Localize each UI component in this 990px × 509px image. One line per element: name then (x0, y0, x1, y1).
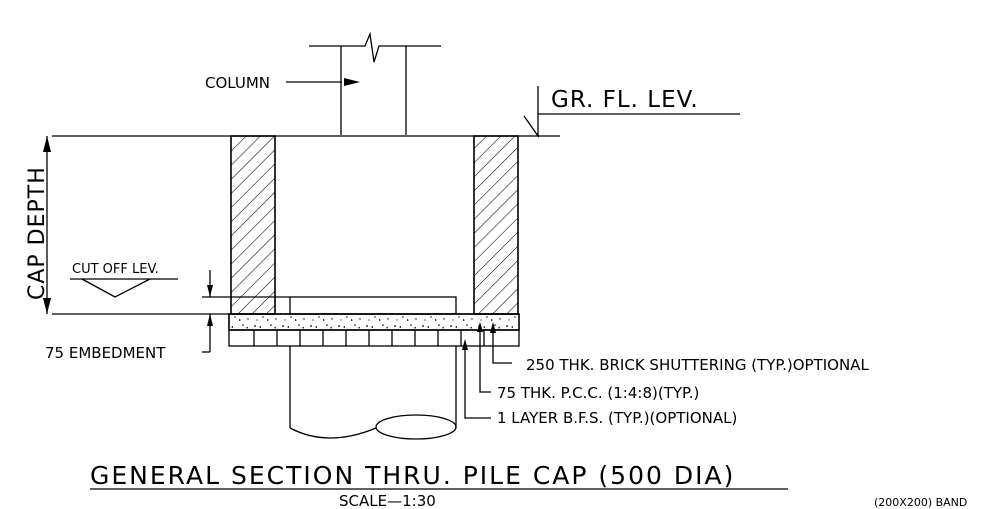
corner-note: (200X200) BAND (874, 496, 967, 509)
column (309, 31, 441, 135)
embedment-label: 75 EMBEDMENT (45, 344, 166, 362)
pcc-layer (228, 313, 520, 331)
brick-shuttering-left (230, 135, 276, 315)
bfs-label: 1 LAYER B.F.S. (TYP.)(OPTIONAL) (497, 409, 737, 427)
drawing-title: GENERAL SECTION THRU. PILE CAP (500 DIA) (90, 461, 735, 490)
brick-shuttering-right (473, 135, 519, 315)
cap-depth-label: CAP DEPTH (25, 166, 50, 300)
bfs-leader (462, 339, 491, 419)
embedment-dimension (202, 270, 290, 353)
cap-depth-dimension (43, 136, 51, 314)
pile-head-embedment (289, 296, 457, 315)
column-label: COLUMN (205, 74, 270, 92)
brick-shuttering-label: 250 THK. BRICK SHUTTERING (TYP.)OPTIONAL (526, 356, 869, 374)
pcc-label: 75 THK. P.C.C. (1:4:8)(TYP.) (497, 384, 699, 402)
cut-off-label: CUT OFF LEV. (72, 262, 159, 277)
pcc-leader (477, 322, 491, 393)
column-leader (286, 78, 360, 86)
pile-shaft (289, 346, 457, 440)
scale-label: SCALE—1:30 (339, 492, 436, 509)
bfs-layer (228, 329, 520, 347)
ground-level-label: GR. FL. LEV. (551, 87, 699, 113)
cut-off-level-symbol (70, 278, 178, 298)
brick-shuttering-leader (490, 322, 512, 364)
